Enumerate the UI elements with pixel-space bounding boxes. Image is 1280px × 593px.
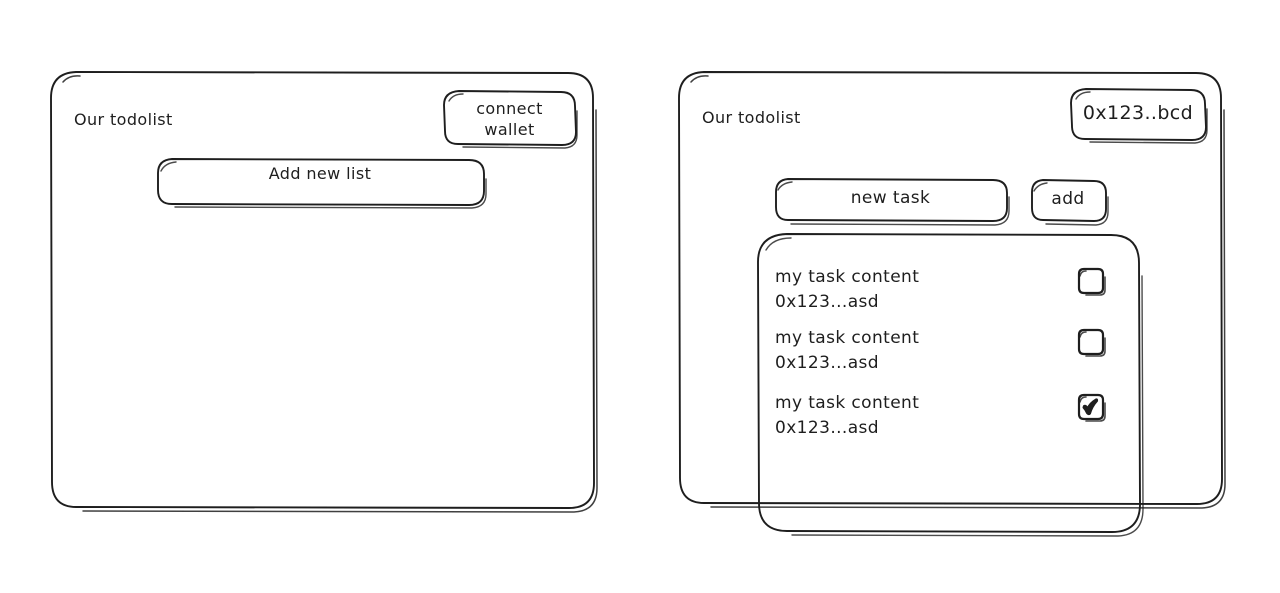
task-address: 0x123...asd: [775, 418, 880, 438]
checkbox-frame: [1077, 393, 1106, 422]
task-list-card: my task content 0x123...asd my task cont…: [757, 232, 1144, 537]
task-checkbox[interactable]: [1077, 267, 1106, 296]
wallet-address-label: 0x123..bcd: [1082, 102, 1194, 124]
add-new-list-button[interactable]: Add new list: [156, 157, 487, 209]
task-address: 0x123...asd: [775, 292, 880, 312]
connect-wallet-button-frame: [443, 90, 578, 149]
new-task-input[interactable]: new task: [774, 177, 1010, 226]
task-content: my task content: [775, 328, 920, 348]
connect-wallet-label-line1: connect: [476, 99, 543, 118]
add-new-list-frame: [157, 158, 487, 209]
wallet-address-button[interactable]: 0x123..bcd: [1070, 87, 1208, 144]
task-content: my task content: [775, 267, 920, 287]
wallet-address-button-frame: [1070, 88, 1208, 144]
add-task-button[interactable]: add: [1030, 178, 1109, 226]
new-task-input-value: new task: [850, 188, 931, 208]
task-content: my task content: [775, 393, 920, 413]
page-title: Our todolist: [702, 108, 801, 127]
connect-wallet-button[interactable]: connect wallet: [443, 89, 578, 149]
task-address: 0x123...asd: [775, 353, 880, 373]
add-task-button-label: add: [1051, 189, 1085, 209]
panel-disconnected: Our todolist connect wallet Add new list: [50, 70, 598, 513]
new-task-input-frame: [775, 178, 1010, 226]
add-new-list-label: Add new list: [268, 164, 372, 183]
check-icon: [1082, 398, 1099, 416]
task-row[interactable]: my task content 0x123...asd: [757, 232, 1143, 312]
panel-connected: Our todolist 0x123..bcd new task add: [678, 70, 1226, 537]
task-checkbox-checked[interactable]: [1077, 393, 1106, 422]
connect-wallet-label-line2: wallet: [484, 120, 535, 139]
task-row[interactable]: my task content 0x123...asd: [757, 358, 1143, 438]
task-checkbox[interactable]: [1077, 328, 1106, 357]
task-row[interactable]: my task content 0x123...asd: [757, 293, 1143, 373]
add-task-button-frame: [1031, 179, 1109, 226]
page-title: Our todolist: [74, 110, 173, 129]
